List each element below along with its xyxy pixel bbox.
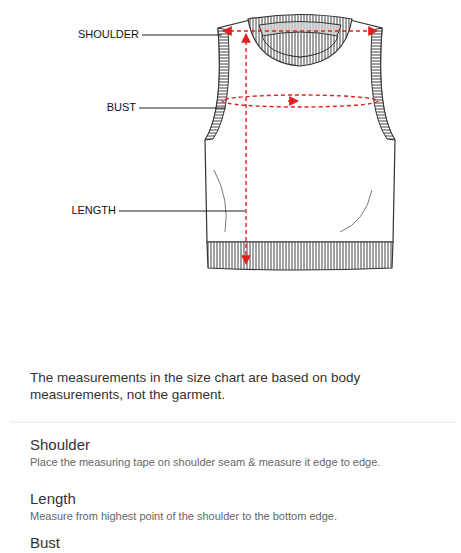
part-label: BUST	[107, 101, 136, 115]
divider	[10, 422, 455, 423]
section-heading: Shoulder	[30, 436, 90, 455]
section-description: Measure from highest point of the should…	[30, 510, 455, 524]
leader-line	[139, 108, 226, 109]
part-label: SHOULDER	[78, 28, 139, 42]
note: The measurements in the size chart are b…	[30, 370, 450, 404]
section-description: Place the measuring tape on shoulder sea…	[30, 456, 455, 470]
hem-rib	[207, 242, 393, 270]
collar-outer	[248, 15, 352, 67]
fold-line	[214, 170, 226, 232]
section-heading: Length	[30, 490, 76, 509]
leader-line	[142, 35, 222, 36]
armhole-rib	[205, 28, 229, 140]
length-measure	[245, 34, 246, 264]
bust-arrow	[288, 100, 298, 101]
collar-front-rib	[262, 32, 338, 57]
armhole-rib	[371, 28, 395, 140]
leader-line	[119, 211, 245, 212]
section-heading: Bust	[30, 534, 60, 553]
part-label: LENGTH	[71, 204, 116, 218]
fold-line	[340, 190, 372, 232]
shoulder-measure	[223, 30, 377, 31]
garment-body	[205, 20, 395, 242]
collar-inner	[259, 22, 341, 58]
